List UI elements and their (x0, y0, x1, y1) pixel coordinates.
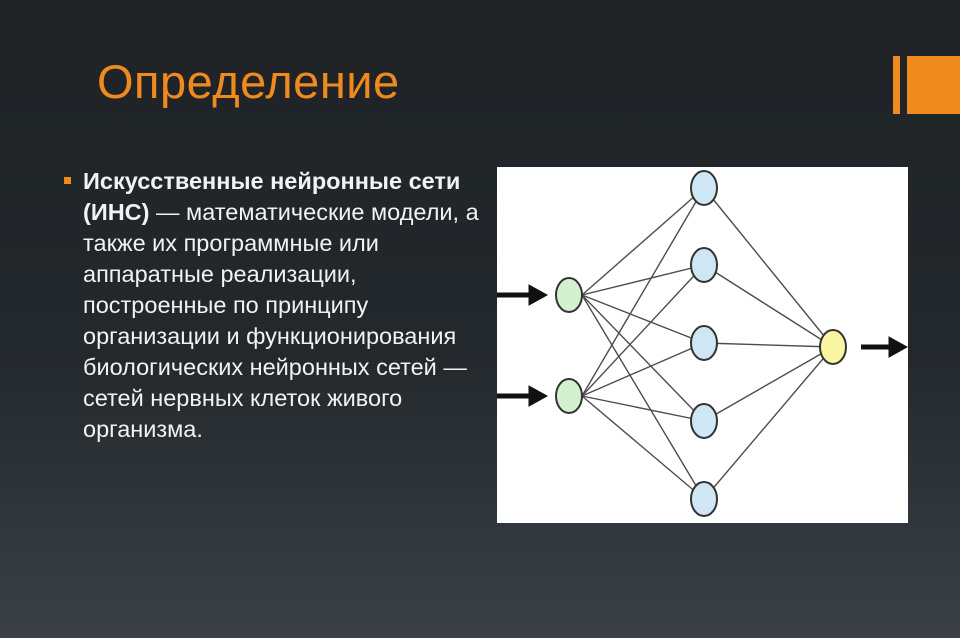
output-layer (819, 329, 847, 365)
connection (581, 187, 705, 296)
accent-bar-thin (893, 56, 900, 114)
arrow-right-icon (528, 284, 549, 306)
connection (581, 187, 705, 397)
connection (703, 346, 834, 422)
hidden-node (690, 325, 718, 361)
hidden-node (690, 170, 718, 206)
slide-title: Определение (97, 55, 400, 108)
input-layer (555, 277, 583, 414)
output-node (819, 329, 847, 365)
connection (581, 342, 705, 397)
connection (703, 342, 834, 348)
connection (581, 395, 705, 500)
definition-term: Искусственные нейронные сети (ИНС) (83, 168, 461, 225)
input-arrows (497, 284, 549, 407)
connection (703, 264, 834, 348)
connection (703, 187, 834, 348)
connection (581, 264, 705, 397)
definition-block: Искусственные нейронные сети (ИНС) — мат… (64, 166, 484, 445)
connection (581, 294, 705, 422)
definition-text: — математические модели, а также их прог… (83, 199, 479, 442)
connection (581, 395, 705, 422)
output-arrow (861, 336, 908, 358)
arrow-right-icon (528, 385, 549, 407)
hidden-node (690, 403, 718, 439)
connection (581, 294, 705, 344)
bullet-icon (64, 177, 71, 184)
connections (581, 187, 834, 500)
definition-paragraph: Искусственные нейронные сети (ИНС) — мат… (83, 166, 484, 445)
hidden-layer (690, 170, 718, 517)
accent-bar-thick (907, 56, 960, 114)
connection (703, 346, 834, 500)
arrow-right-icon (888, 336, 908, 358)
hidden-node (690, 481, 718, 517)
neural-network-diagram (497, 167, 908, 523)
connection (581, 294, 705, 500)
input-node (555, 277, 583, 313)
connection (581, 264, 705, 296)
input-node (555, 378, 583, 414)
hidden-node (690, 247, 718, 283)
